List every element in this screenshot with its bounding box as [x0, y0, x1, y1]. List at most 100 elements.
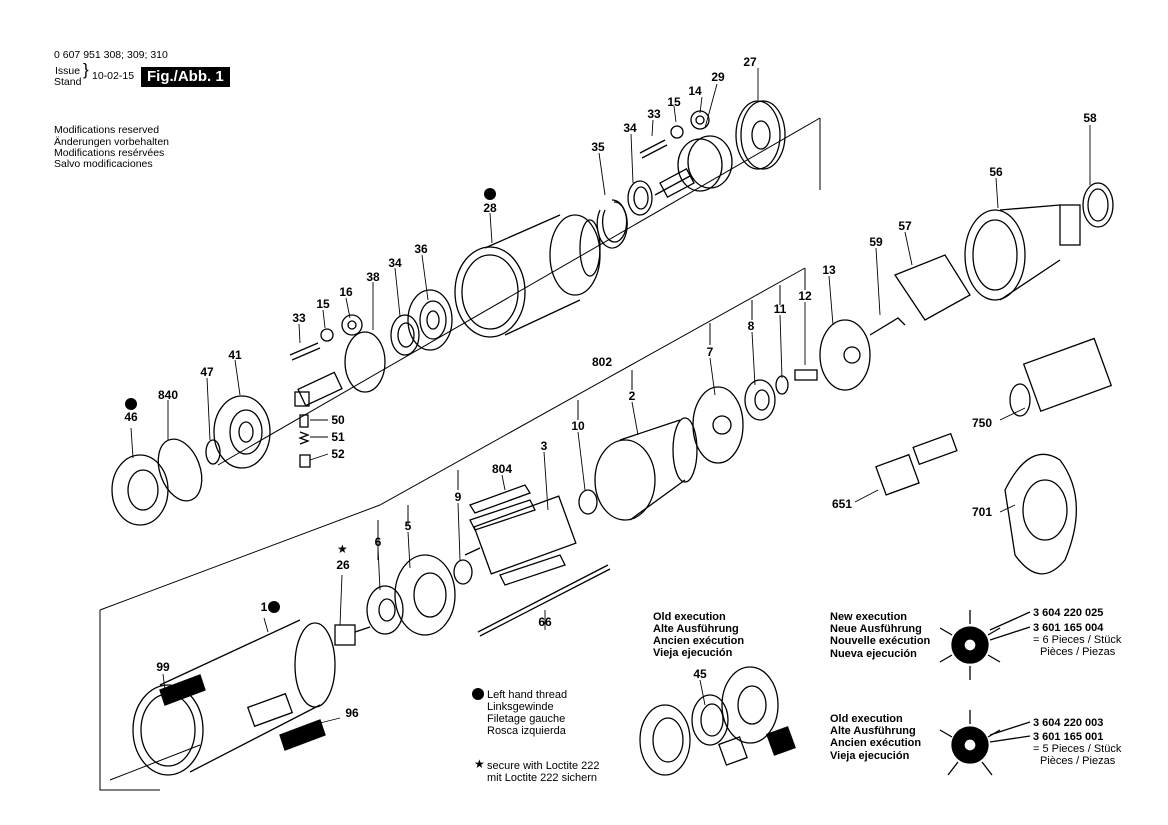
frame-lines	[99, 117, 821, 791]
old-exec-45-fr: Ancien exécution	[653, 635, 745, 647]
rotor-3	[464, 495, 577, 575]
old-exec-en: Old execution	[830, 713, 903, 725]
new-exec-part-b: 3 601 165 004	[1033, 622, 1104, 634]
bearing-8	[744, 379, 776, 421]
part-label-56: 56	[989, 165, 1003, 179]
figure-label: Fig./Abb. 1	[141, 67, 230, 87]
part-label-38: 38	[366, 270, 380, 284]
stand-label: Stand	[54, 76, 82, 88]
vanes-804	[469, 484, 566, 586]
part-label-6: 6	[374, 535, 382, 549]
issue-label: Issue	[55, 65, 81, 77]
part-label-802: 802	[591, 355, 613, 369]
end-cap-56	[964, 204, 1081, 301]
loctite-star: ★	[474, 757, 485, 771]
valve-57	[894, 254, 971, 321]
part-label-14: 14	[688, 84, 702, 98]
part-label-804: 804	[491, 462, 513, 476]
washer-27	[735, 100, 786, 170]
part-label-750: 750	[971, 416, 993, 430]
part-label-3: 3	[540, 439, 548, 453]
part-label-701: 701	[971, 505, 993, 519]
pinion-26	[334, 624, 371, 646]
part-label-35: 35	[591, 140, 605, 154]
part-label-12: 12	[798, 289, 812, 303]
nipple-651	[875, 432, 958, 496]
part-label-99: 99	[156, 660, 170, 674]
new-exec-en: New execution	[830, 611, 908, 623]
housing-28	[454, 214, 601, 338]
ring-9	[453, 559, 473, 585]
ring-34a	[627, 180, 653, 216]
lh-thread-marks	[125, 188, 496, 700]
part-label-51: 51	[331, 430, 345, 444]
part-label-57: 57	[898, 219, 912, 233]
part-label-28: 28	[483, 201, 497, 215]
part-label-16: 16	[339, 285, 353, 299]
label-99	[159, 674, 206, 706]
modifications-es: Salvo modificaciones	[54, 158, 153, 170]
part-label-34: 34	[623, 121, 637, 135]
legend-lh-de: Linksgewinde	[487, 701, 554, 713]
old-exec-45-es: Vieja ejecución	[653, 647, 733, 659]
old-exec-pieces: = 5 Pieces / Stück	[1033, 743, 1122, 755]
old-exec-de: Alte Ausführung	[830, 725, 916, 737]
gear-14-15	[670, 110, 710, 139]
planet-carrier-29	[654, 135, 733, 198]
modifications-de: Änderungen vorbehalten	[54, 136, 170, 148]
gear-16-15b	[320, 314, 363, 342]
o-ring-58	[1082, 182, 1114, 228]
old-exec-45-de: Alte Ausführung	[653, 623, 739, 635]
washer-11	[775, 375, 789, 395]
part-label-1: 1	[260, 600, 268, 614]
part-label-33: 33	[647, 107, 661, 121]
part-label-10: 10	[571, 419, 585, 433]
snap-ring-35	[596, 199, 628, 249]
pin-33a	[639, 139, 668, 159]
label-96	[246, 692, 326, 751]
new-exec-pieces: = 6 Pieces / Stück	[1033, 634, 1122, 646]
part-label-5: 5	[404, 519, 412, 533]
part-label-9: 9	[454, 490, 462, 504]
part-label-66: 66	[538, 615, 552, 629]
new-exec-es: Nueva ejecución	[830, 648, 917, 660]
legend-lh-es: Rosca izquierda	[487, 725, 566, 737]
old-exec-es: Vieja ejecución	[830, 750, 910, 762]
new-exec-part-a: 3 604 220 025	[1033, 607, 1104, 619]
bearing-41	[213, 395, 271, 469]
part-label-27: 27	[743, 55, 757, 69]
ring-nut-46	[111, 454, 169, 526]
part-label-96: 96	[345, 706, 359, 720]
ring-34b	[390, 314, 420, 356]
part-label-58: 58	[1083, 111, 1097, 125]
bearing-6	[366, 585, 404, 635]
new-exec-de: Neue Ausführung	[830, 623, 922, 635]
part-label-50: 50	[331, 413, 345, 427]
bearing-36	[407, 289, 453, 351]
new-exec-fr: Nouvelle exécution	[830, 635, 931, 647]
part-label-840: 840	[157, 388, 179, 402]
part-label-29: 29	[711, 70, 725, 84]
vane-icon-new	[939, 610, 1031, 680]
spring-59	[869, 317, 906, 336]
part-label-34b: 34	[388, 256, 402, 270]
silencer-750	[1009, 337, 1113, 417]
part-label-11: 11	[773, 302, 787, 316]
old-exec-pieces2: Pièces / Piezas	[1040, 755, 1116, 767]
ring-10	[578, 489, 598, 515]
cylinder-2	[594, 417, 698, 521]
end-plate-5	[394, 554, 456, 636]
brace: }	[83, 60, 89, 79]
old-execution-45-parts	[639, 666, 796, 776]
part-label-651: 651	[831, 497, 853, 511]
flange-701	[1004, 453, 1078, 575]
leader-lines	[130, 68, 1091, 729]
part-label-26: 26	[336, 558, 350, 572]
parts-50-52	[298, 414, 311, 468]
old-exec-part-a: 3 604 220 003	[1033, 717, 1104, 729]
pin-66	[477, 564, 611, 637]
old-exec-45-en: Old execution	[653, 611, 726, 623]
part-label-8: 8	[747, 319, 755, 333]
